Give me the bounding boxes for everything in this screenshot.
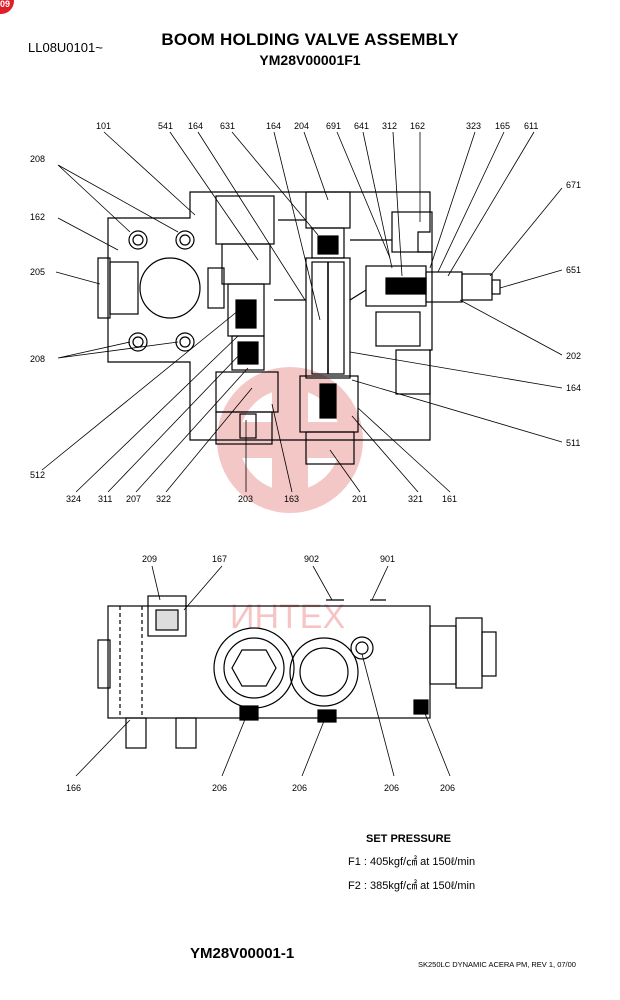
label-164: 164: [266, 121, 281, 131]
label-206: 206: [440, 783, 455, 793]
label-164: 164: [188, 121, 203, 131]
label-641: 641: [354, 121, 369, 131]
label-631: 631: [220, 121, 235, 131]
label-901: 901: [380, 554, 395, 564]
page-title: BOOM HOLDING VALVE ASSEMBLY: [161, 30, 459, 49]
bottom-side-view: [97, 595, 497, 749]
label-162: 162: [410, 121, 425, 131]
footer-revision-note: SK250LC DYNAMIC ACERA PM, REV 1, 07/00: [418, 960, 576, 969]
label-902: 902: [304, 554, 319, 564]
watermark-text: ИНТЕХ: [230, 598, 345, 636]
label-324: 324: [66, 494, 81, 504]
label-209: 209: [142, 554, 157, 564]
label-202: 202: [566, 351, 581, 361]
label-163: 163: [284, 494, 299, 504]
label-611: 611: [524, 121, 538, 131]
label-311: 311: [98, 494, 112, 504]
label-511: 511: [566, 438, 580, 448]
label-322: 322: [156, 494, 171, 504]
label-541: 541: [158, 121, 173, 131]
label-651: 651: [566, 265, 581, 275]
label-312: 312: [382, 121, 397, 131]
footer-drawing-code: YM28V00001-1: [190, 945, 295, 962]
label-206: 206: [292, 783, 307, 793]
label-165: 165: [495, 121, 510, 131]
label-161: 161: [442, 494, 457, 504]
label-167: 167: [212, 554, 227, 564]
label-671: 671: [566, 180, 581, 190]
label-691: 691: [326, 121, 341, 131]
label-203: 203: [238, 494, 253, 504]
label-205: 205: [30, 267, 45, 277]
label-162: 162: [30, 212, 45, 222]
label-204: 204: [294, 121, 309, 131]
label-206: 206: [212, 783, 227, 793]
label-166: 166: [66, 783, 81, 793]
top-section-view: [97, 191, 501, 465]
label-201: 201: [352, 494, 367, 504]
model-number: YM28V00001F1: [259, 52, 361, 68]
serial-number: LL08U0101~: [28, 40, 103, 55]
label-206: 206: [384, 783, 399, 793]
set-pressure-f1: F1 : 405kgf/㎠ at 150ℓ/min: [348, 856, 476, 868]
label-101: 101: [96, 121, 111, 131]
set-pressure-f2: F2 : 385kgf/㎠ at 150ℓ/min: [348, 880, 476, 892]
label-208: 208: [30, 354, 45, 364]
label-207: 207: [126, 494, 141, 504]
label-208: 208: [30, 154, 45, 164]
set-pressure-heading: SET PRESSURE: [366, 833, 451, 845]
label-323: 323: [466, 121, 481, 131]
label-164: 164: [566, 383, 581, 393]
badge-text: 09: [0, 0, 11, 9]
label-512: 512: [30, 470, 45, 480]
part-labels: 101 541 164 631 164 204 691 641 312 162 …: [30, 121, 581, 793]
label-321: 321: [408, 494, 423, 504]
